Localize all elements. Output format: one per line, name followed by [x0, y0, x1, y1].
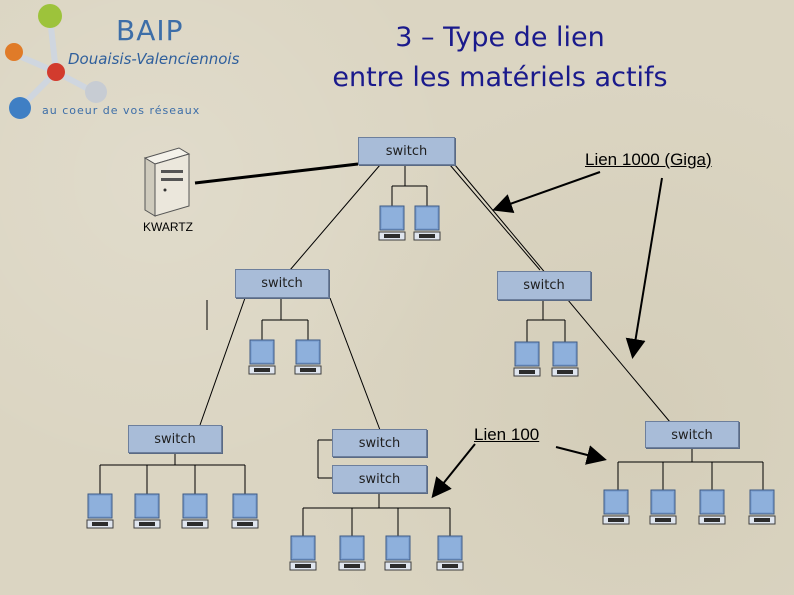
computer-icon: [384, 535, 412, 571]
slide-title: 3 – Type de lien entre les matériels act…: [250, 18, 750, 98]
computer-icon: [413, 205, 441, 241]
computer-icon: [698, 489, 726, 525]
baip-logo: BAIP Douaisis-Valenciennois au coeur de …: [0, 0, 240, 130]
computer-icon: [513, 341, 541, 377]
computer-icon: [231, 493, 259, 529]
computer-icon: [748, 489, 776, 525]
switch-bottom-left: switch: [128, 425, 222, 453]
slide-title-line1: 3 – Type de lien: [395, 22, 605, 53]
server-label: KWARTZ: [143, 220, 193, 234]
computer-icon: [181, 493, 209, 529]
slide-title-line2: entre les matériels actifs: [332, 62, 668, 93]
computer-icon: [133, 493, 161, 529]
switch-bottom-center-lower: switch: [332, 465, 427, 493]
computer-icon: [602, 489, 630, 525]
gigabit-links: [194, 162, 359, 185]
annotation-arrows: [431, 171, 663, 499]
switch-top: switch: [358, 137, 455, 165]
gigabit-link-label: Lien 1000 (Giga): [585, 150, 712, 169]
computer-icon: [436, 535, 464, 571]
computer-icon: [248, 339, 276, 375]
computer-icon: [338, 535, 366, 571]
computer-icon: [378, 205, 406, 241]
computer-icon: [649, 489, 677, 525]
server-icon: [141, 144, 191, 218]
computer-icon: [551, 341, 579, 377]
computer-icon: [294, 339, 322, 375]
computer-icon: [86, 493, 114, 529]
computers: [86, 205, 776, 571]
switch-mid-left: switch: [235, 269, 329, 298]
switch-bottom-right: switch: [645, 421, 739, 448]
switch-bottom-center-upper: switch: [332, 429, 427, 457]
logo-subtitle: Douaisis-Valenciennois: [68, 50, 240, 68]
computer-icon: [289, 535, 317, 571]
logo-title: BAIP: [116, 14, 184, 47]
switch-mid-right: switch: [497, 271, 591, 300]
logo-tagline: au coeur de vos réseaux: [42, 104, 201, 117]
fast-link-label: Lien 100: [474, 425, 540, 444]
molecule-logo-icon: [5, 4, 107, 119]
